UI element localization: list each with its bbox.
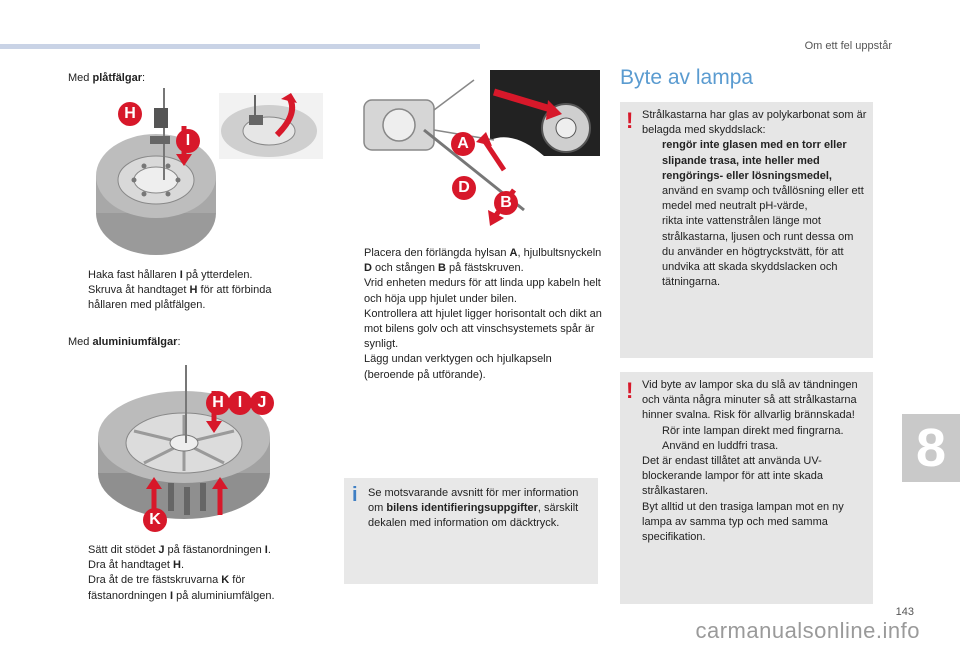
info-icon: i (352, 484, 358, 506)
steel-rim-label: Med plåtfälgar: (68, 72, 146, 84)
marker-h: H (118, 102, 142, 126)
warning-list: Rör inte lampan direkt med fingrarna. An… (642, 424, 868, 454)
list-item: Vrid enheten medurs för att linda upp ka… (364, 277, 601, 305)
list-item: Skruva åt handtaget H för att förbinda h… (88, 284, 272, 312)
alu-rim-label: Med aluminiumfälgar: (68, 336, 181, 348)
list-item: använd en svamp och tvållösning eller et… (662, 185, 864, 213)
list-item: rengör inte glasen med en torr eller sli… (662, 139, 847, 182)
list-item: Dra åt de tre fästskruvarna K för fästan… (88, 574, 275, 602)
list-item: Haka fast hållaren I på ytterdelen. (88, 269, 253, 281)
list-item: Rör inte lampan direkt med fingrarna. An… (662, 424, 844, 452)
list-item: Lägg undan verktygen och hjulkapseln (be… (364, 353, 552, 381)
marker-i: I (176, 129, 200, 153)
alu-steps-list: Sätt dit stödet J på fästanordningen I. … (68, 543, 318, 604)
warning-icon: ! (626, 378, 634, 403)
marker-a: A (451, 132, 475, 156)
warning-text: Strålkastarna har glas av polykarbonat s… (642, 108, 868, 290)
section-heading: Byte av lampa (620, 66, 754, 89)
detail-inset-illustration (219, 93, 323, 159)
list-item: rikta inte vattenstrålen länge mot strål… (662, 215, 854, 289)
winch-steps-list: Placera den förlängda hylsan A, hjulbult… (344, 246, 602, 383)
info-box: i Se motsvarande avsnitt för mer informa… (344, 478, 598, 584)
list-item: Placera den förlängda hylsan A, hjulbult… (364, 247, 602, 275)
marker-d: D (452, 176, 476, 200)
marker-h: H (206, 391, 230, 415)
info-text: Se motsvarande avsnitt för mer informati… (368, 487, 579, 530)
winch-illustration (344, 70, 600, 238)
section-title: Om ett fel uppstår (804, 40, 892, 52)
marker-b: B (494, 191, 518, 215)
page-number: 143 (895, 606, 914, 618)
alu-rim-illustration (98, 365, 270, 519)
watermark: carmanualsonline.info (695, 618, 920, 643)
warning-text: Vid byte av lampor ska du slå av tändnin… (642, 378, 868, 545)
marker-i: I (228, 391, 252, 415)
warning-icon: ! (626, 108, 634, 133)
warning-box-bulbs: ! Vid byte av lampor ska du slå av tändn… (620, 372, 873, 604)
list-item: Dra åt handtaget H. (88, 559, 185, 572)
header-bar (0, 44, 480, 49)
warning-list: rengör inte glasen med en torr eller sli… (642, 138, 868, 290)
chapter-tab: 8 (902, 414, 960, 482)
list-item: Kontrollera att hjulet ligger horisontal… (364, 307, 602, 351)
marker-k: K (143, 508, 167, 532)
marker-j: J (250, 391, 274, 415)
list-item: Sätt dit stödet J på fästanordningen I. (88, 544, 271, 556)
steel-steps-list: Haka fast hållaren I på ytterdelen. Skru… (68, 268, 308, 314)
warning-box-glass: ! Strålkastarna har glas av polykarbonat… (620, 102, 873, 358)
steel-rim-illustration (96, 88, 216, 255)
